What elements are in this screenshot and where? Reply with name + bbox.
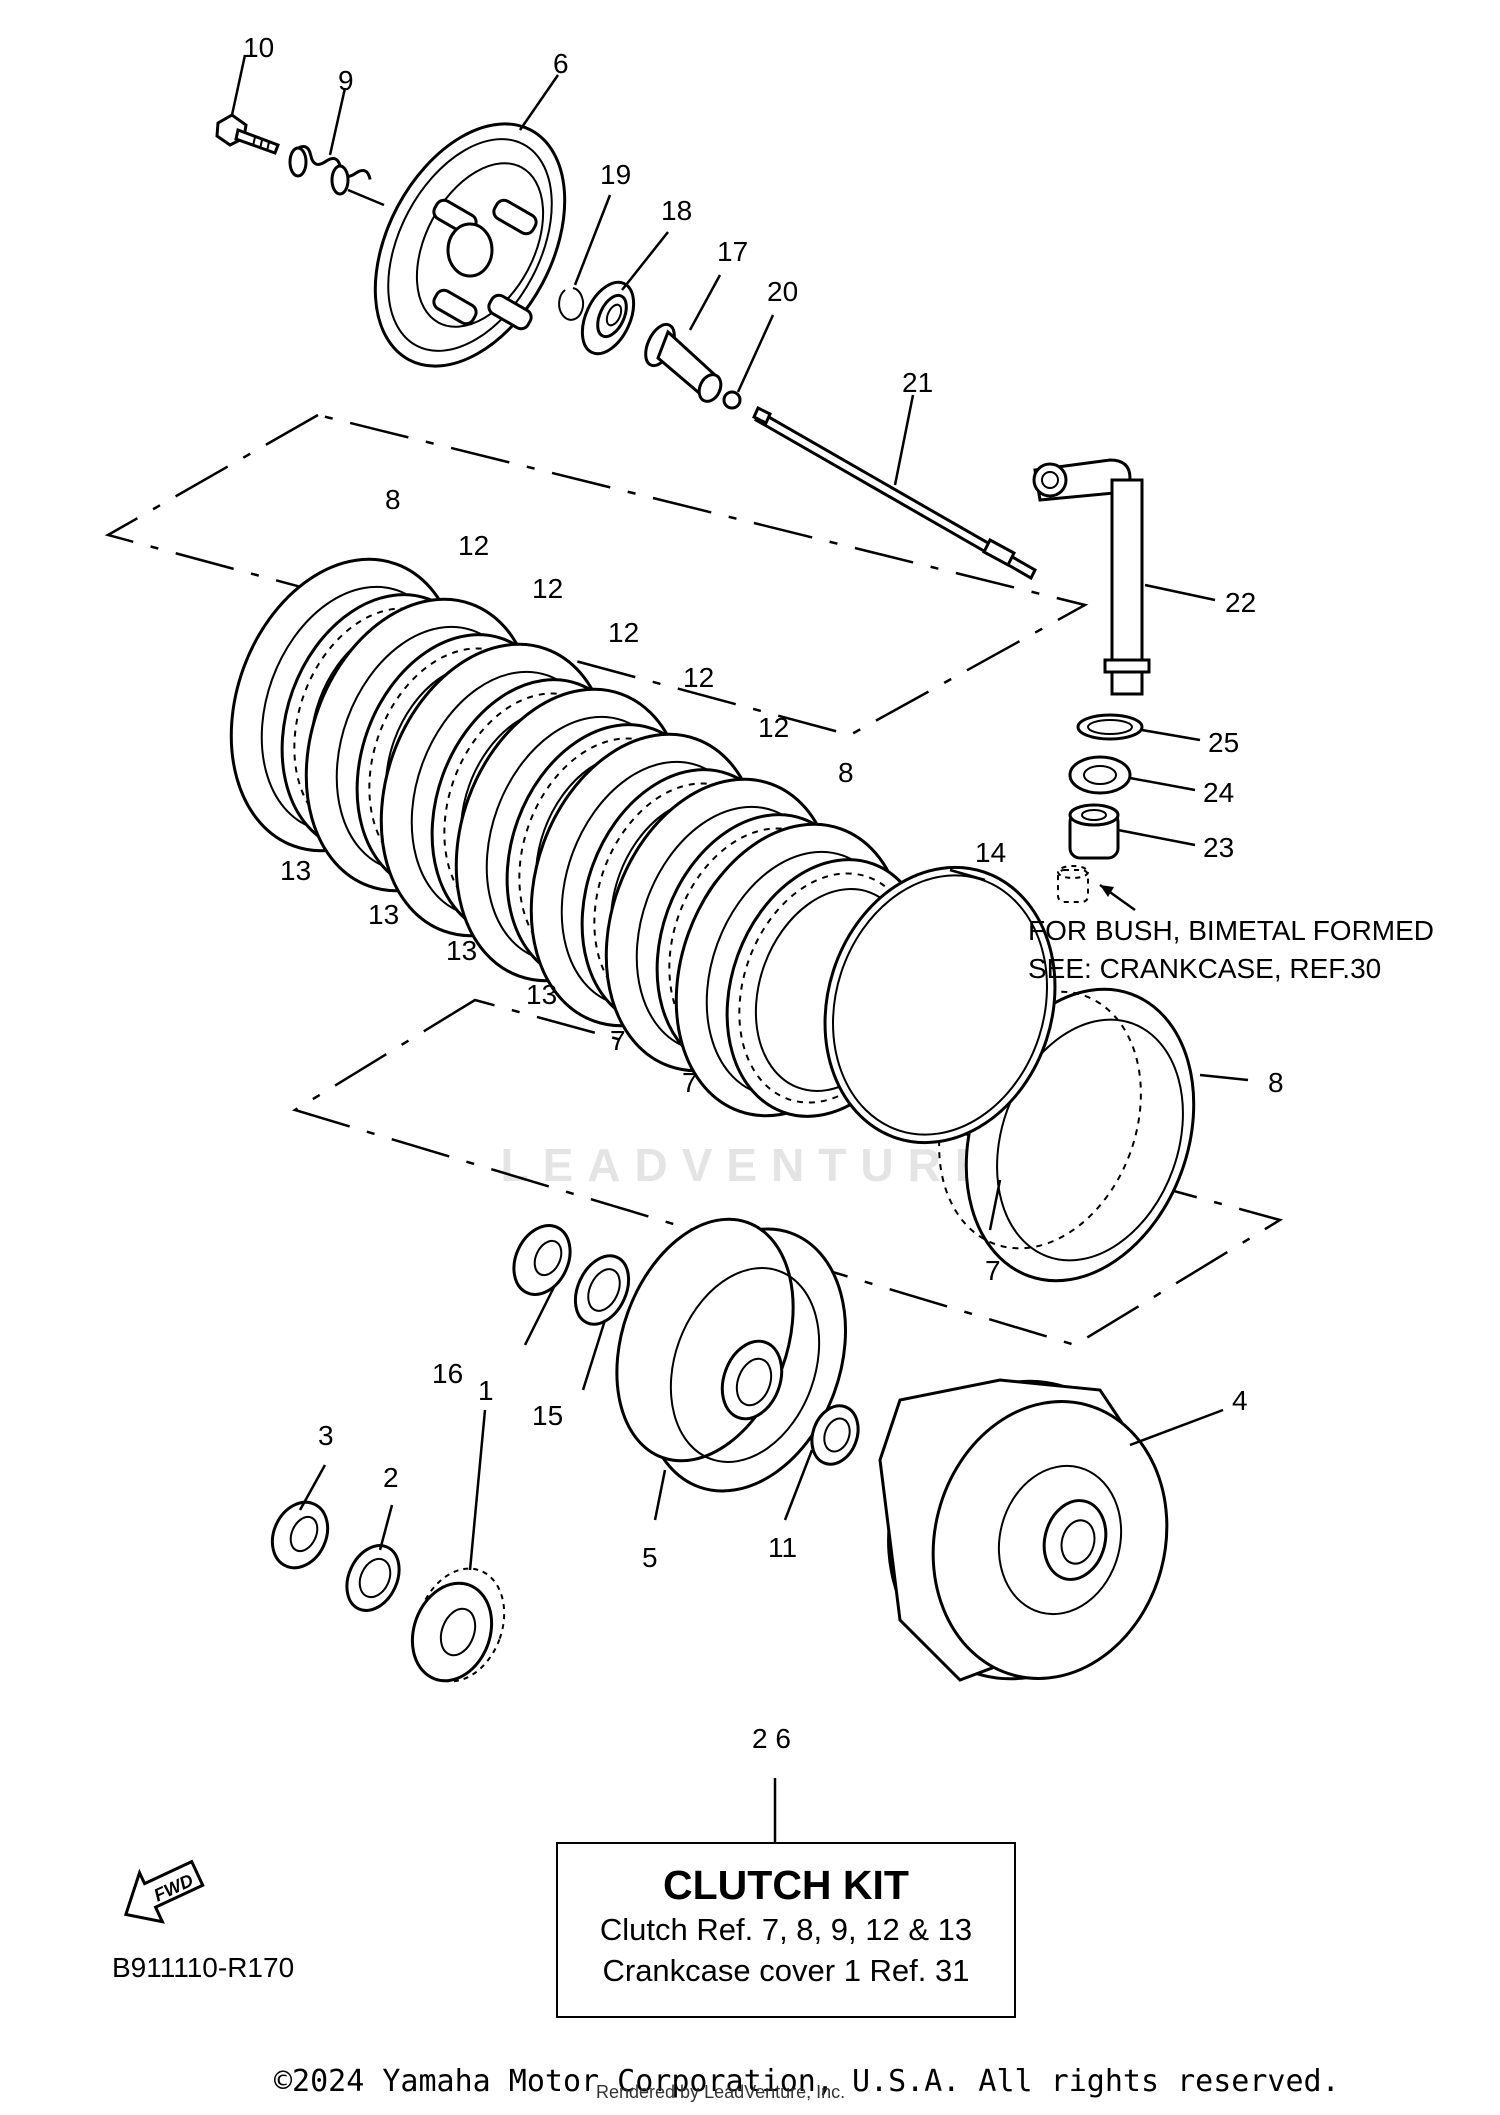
clutch-kit-line-1: Clutch Ref. 7, 8, 9, 12 & 13 [599,1912,973,1947]
callout-12b: 12 [532,573,563,604]
bimetal-bush [1057,865,1136,912]
leader-lines [230,54,1249,1842]
callout-8c: 8 [1268,1067,1284,1098]
callout-15: 15 [532,1400,563,1431]
callout-13b: 13 [368,899,399,930]
part-5-clutch-boss[interactable] [585,1194,880,1519]
part-1-drive-gear[interactable] [399,1556,519,1694]
part-3-nut[interactable] [262,1493,338,1577]
callout-13a: 13 [280,855,311,886]
part-22-push-lever-shaft[interactable] [1032,458,1151,696]
bush-note-line1: FOR BUSH, BIMETAL FORMED [1028,915,1434,946]
callout-2: 2 [383,1462,399,1493]
callout-12e: 12 [758,712,789,743]
part-23-bearing[interactable] [1068,803,1120,860]
callout-26: 2 6 [752,1723,791,1754]
callout-8b: 8 [838,757,854,788]
rendered-by-notice: Rendered by LeadVenture, Inc. [596,2082,846,2102]
callout-24: 24 [1203,777,1234,808]
part-15-lock-washer[interactable] [565,1247,639,1333]
bush-note: FOR BUSH, BIMETAL FORMED SEE: CRANKCASE,… [1028,915,1434,984]
part-2-washer[interactable] [337,1537,409,1619]
callout-5: 5 [642,1542,658,1573]
part-25-circlip[interactable] [1076,713,1144,741]
callout-10: 10 [243,32,274,63]
fwd-arrow-icon: FWD [110,1858,210,1933]
callout-6: 6 [553,48,569,79]
callout-16: 16 [432,1358,463,1389]
assembly-guide-lower [291,998,1284,1347]
watermark: LEADVENTURE [500,1139,1000,1191]
part-16-nut[interactable] [503,1216,581,1303]
callout-7b: 7 [682,1067,698,1098]
callout-12a: 12 [458,530,489,561]
callout-17: 17 [717,236,748,267]
callout-8a: 8 [385,484,401,515]
callout-19: 19 [600,159,631,190]
callout-11: 11 [768,1532,797,1563]
callout-25: 25 [1208,727,1239,758]
part-19-circlip[interactable] [558,287,585,321]
callout-13c: 13 [446,935,477,966]
part-10-bolt[interactable] [215,113,280,155]
callout-1: 1 [478,1375,494,1406]
callout-9: 9 [338,65,354,96]
clutch-kit-title: CLUTCH KIT [663,1862,909,1908]
clutch-kit-line-2: Crankcase cover 1 Ref. 31 [602,1953,970,1988]
part-18-bearing[interactable] [572,274,644,361]
part-20-ball[interactable] [722,390,742,410]
bush-note-line2: SEE: CRANKCASE, REF.30 [1028,953,1381,984]
part-21-push-rod[interactable] [752,405,1037,581]
callout-20: 20 [767,276,798,307]
callout-14: 14 [975,837,1006,868]
callout-22: 22 [1225,587,1256,618]
callout-12c: 12 [608,617,639,648]
part-17-push-rod[interactable] [640,320,725,405]
callout-labels: 10 9 6 19 18 17 20 21 22 25 24 23 8 12 1… [243,32,1284,1754]
part-9-spring[interactable] [288,144,385,207]
callout-3: 3 [318,1420,334,1451]
callout-7c: 7 [985,1255,1001,1286]
callout-7a: 7 [610,1025,626,1056]
copyright-notice: ©2024 Yamaha Motor Corporation, U.S.A. A… [274,2064,1340,2099]
callout-4: 4 [1232,1385,1248,1416]
callout-23: 23 [1203,832,1234,863]
assembly-guide-upper [104,413,1089,737]
callout-21: 21 [902,367,933,398]
clutch-kit-box: CLUTCH KIT Clutch Ref. 7, 8, 9, 12 & 13 … [556,1842,1016,2018]
diagram-code: B911110-R170 [112,1952,295,1983]
part-6-pressure-plate[interactable] [337,92,604,399]
part-4-clutch-housing[interactable] [856,1351,1198,1708]
part-24-oil-seal[interactable] [1068,755,1132,795]
callout-12d: 12 [683,662,714,693]
part-14-wire-ring[interactable] [790,837,1090,1173]
callout-18: 18 [661,195,692,226]
part-11-thrust-washer[interactable] [804,1399,866,1470]
callout-13d: 13 [526,979,557,1010]
clutch-plate-stack[interactable] [192,527,1233,1313]
